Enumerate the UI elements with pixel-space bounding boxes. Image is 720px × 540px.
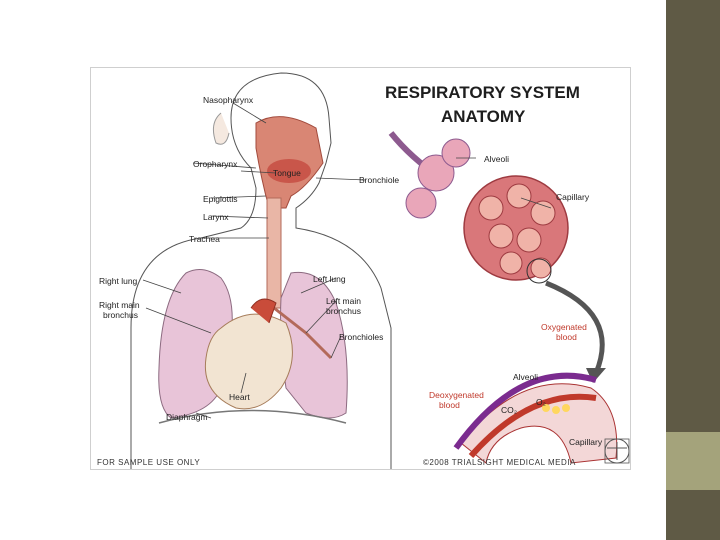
label-co2: CO₂ [501, 405, 517, 415]
label-deoxygenated-2: blood [439, 400, 460, 410]
label-right-main-bronchus-1: Right main [99, 300, 140, 310]
footer-sample-note: FOR SAMPLE USE ONLY [97, 458, 200, 467]
label-oropharynx: Oropharynx [193, 159, 238, 169]
label-diaphragm: Diaphragm [166, 412, 208, 422]
ear-shape [212, 112, 230, 145]
label-right-lung: Right lung [99, 276, 138, 286]
label-capillary-top: Capillary [556, 192, 590, 202]
label-alveoli-inset: Alveoli [513, 372, 538, 382]
label-trachea: Trachea [189, 234, 220, 244]
alveoli-cluster [388, 131, 569, 284]
label-left-lung: Left lung [313, 274, 346, 284]
label-deoxygenated-1: Deoxygenated [429, 390, 484, 400]
label-right-main-bronchus-2: bronchus [103, 310, 138, 320]
label-bronchioles: Bronchioles [339, 332, 383, 342]
label-tongue: Tongue [273, 168, 301, 178]
vitruvian-logo-icon [604, 438, 630, 464]
heart-shape [204, 313, 293, 410]
label-capillary-inset: Capillary [569, 437, 603, 447]
label-epiglottis: Epiglottis [203, 194, 238, 204]
label-nasopharynx: Nasopharynx [203, 95, 254, 105]
slide-side-bar-accent [666, 432, 720, 490]
footer-copyright: ©2008 TRIALSIGHT MEDICAL MEDIA [423, 458, 576, 467]
label-oxygenated-2: blood [556, 332, 577, 342]
label-left-main-bronchus-2: bronchus [326, 306, 361, 316]
title-line-1: RESPIRATORY SYSTEM [385, 83, 580, 102]
heart-vessels [250, 298, 277, 324]
tongue-shape [267, 159, 311, 183]
label-left-main-bronchus-1: Left main [326, 296, 361, 306]
gas-exchange-inset [453, 372, 618, 464]
diaphragm-line [158, 409, 347, 424]
label-larynx: Larynx [203, 212, 229, 222]
label-bronchiole: Bronchiole [359, 175, 399, 185]
label-alveoli-top: Alveoli [484, 154, 509, 164]
title-line-2: ANATOMY [441, 107, 526, 126]
label-o2: O₂ [536, 397, 546, 407]
zoom-arrow-head [586, 368, 606, 383]
label-oxygenated-1: Oxygenated [541, 322, 587, 332]
trachea-tube [266, 197, 282, 309]
label-heart: Heart [229, 392, 250, 402]
zoom-arrow [545, 280, 605, 374]
leader-lines [142, 102, 552, 419]
diagram-canvas: RESPIRATORY SYSTEM ANATOMY Nasopharynx O… [97, 72, 630, 469]
respiratory-diagram: RESPIRATORY SYSTEM ANATOMY Nasopharynx O… [90, 67, 631, 470]
